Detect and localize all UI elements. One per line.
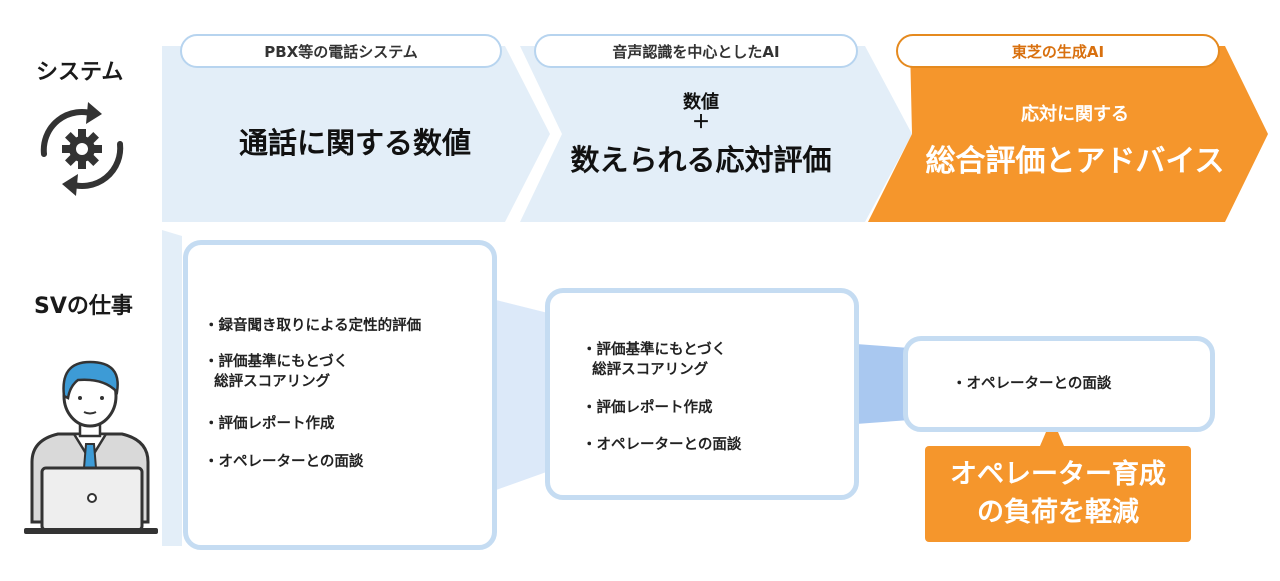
- chevron-stage-3: [868, 46, 1268, 222]
- chevron-stage-2: [520, 46, 912, 222]
- result-line-1: オペレーター育成: [950, 459, 1166, 490]
- connector-1-2: [496, 300, 552, 490]
- result-line-2: の負荷を軽減: [977, 497, 1139, 528]
- stage-1-task-4: ・オペレーターとの面談: [204, 454, 364, 470]
- stage-2-task-2: ・評価レポート作成: [582, 400, 713, 416]
- chevron-stage-1: [162, 46, 550, 222]
- stage-1-tag: PBX等の電話システム: [180, 34, 502, 68]
- stage-1-task-panel: [183, 240, 497, 550]
- stage-1-task-1: ・録音聞き取りによる定性的評価: [204, 318, 422, 334]
- sv-band: [162, 230, 182, 546]
- stage-2-task-1: ・評価基準にもとづく 総評スコアリング: [582, 342, 727, 378]
- stage-2-task-panel: [545, 288, 859, 500]
- stage-3-line1: 応対に関する: [1021, 104, 1129, 125]
- stage-3-task-1: ・オペレーターとの面談: [952, 376, 1112, 392]
- callout-tail: [1040, 418, 1064, 446]
- system-row-label: システム: [36, 60, 124, 85]
- result-callout: オペレーター育成 の負荷を軽減: [925, 446, 1191, 542]
- connector-2-3: [856, 344, 910, 424]
- stage-2-tag: 音声認識を中心としたAI: [534, 34, 858, 68]
- stage-2-line2: ＋: [692, 112, 710, 133]
- stage-1-task-2: ・評価基準にもとづく 総評スコアリング: [204, 354, 349, 390]
- stage-3-main: 総合評価とアドバイス: [925, 144, 1225, 179]
- operator-with-laptop-icon: [24, 360, 158, 534]
- stage-2-main: 数えられる応対評価: [570, 143, 832, 177]
- stage-2-line1: 数値: [683, 92, 719, 113]
- stage-3-tag: 東芝の生成AI: [896, 34, 1220, 68]
- sv-row-label: SVの仕事: [34, 294, 133, 319]
- system-cycle-gear-icon: [40, 102, 124, 196]
- stage-3-task-panel: [903, 336, 1215, 432]
- stage-1-main: 通話に関する数値: [238, 126, 471, 160]
- stage-1-task-3: ・評価レポート作成: [204, 416, 335, 432]
- stage-2-task-3: ・オペレーターとの面談: [582, 437, 742, 453]
